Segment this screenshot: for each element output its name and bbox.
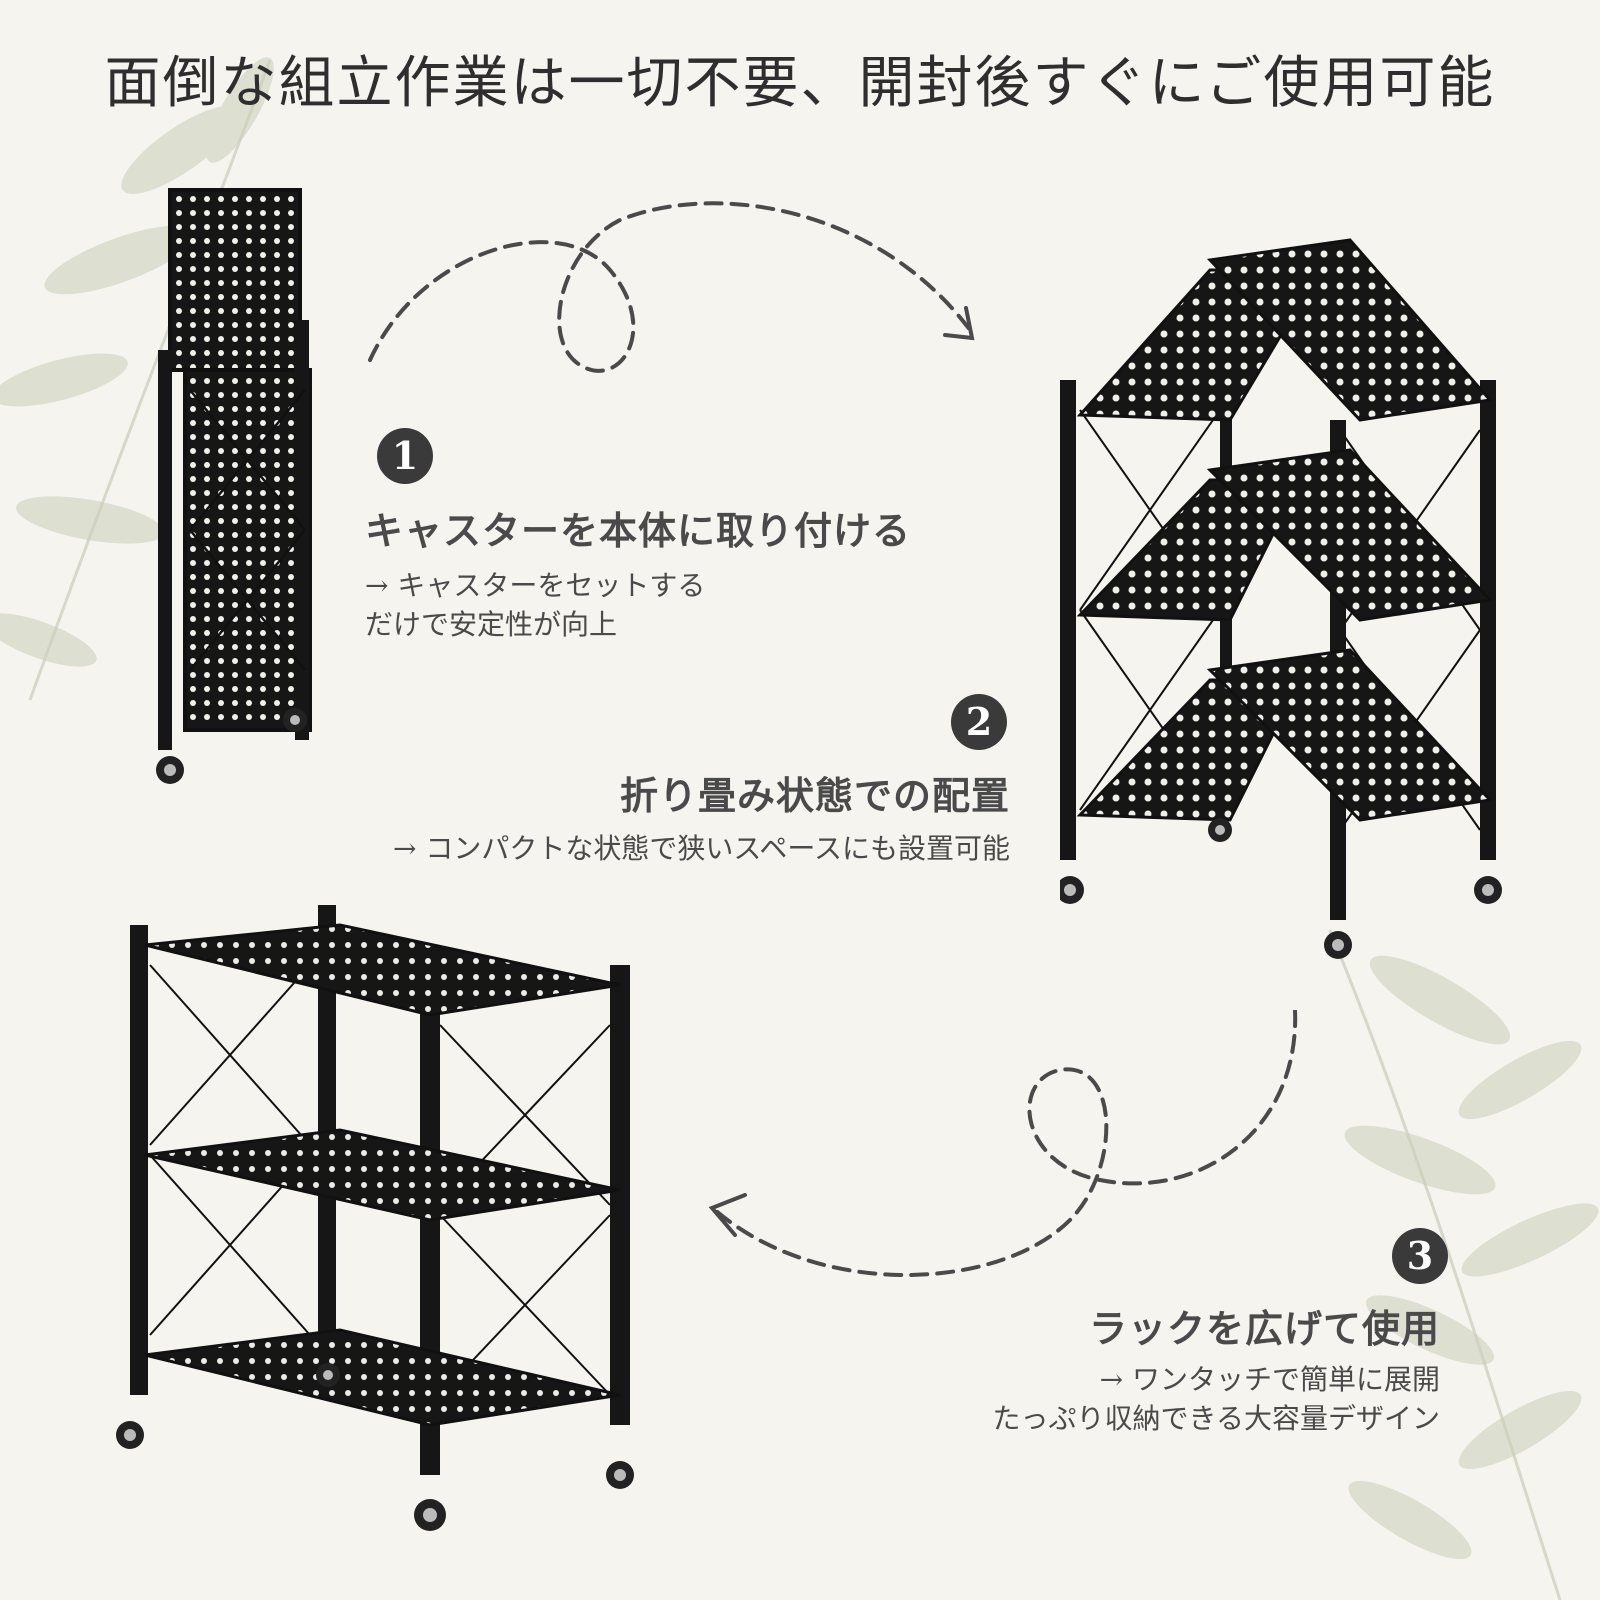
step-2-title: 折り畳み状態での配置 <box>619 773 1010 818</box>
step-2-badge: 2 <box>951 694 1007 750</box>
step-3-desc-line-2: たっぷり収納できる大容量デザイン <box>992 1402 1440 1435</box>
step-3-desc-line-1: → ワンタッチで簡単に展開 <box>1099 1363 1440 1396</box>
step-1-description: → キャスターをセットする だけで安定性が向上 <box>365 566 705 644</box>
dashed-loop-arrow-bottom <box>708 1010 1298 1277</box>
step-1-desc-line-1: → キャスターをセットする <box>365 569 706 602</box>
dashed-loop-arrow-top <box>368 201 975 373</box>
step-1-desc-line-2: だけで安定性が向上 <box>365 608 618 641</box>
folded-rack-image <box>156 188 312 784</box>
step-3-description: → ワンタッチで簡単に展開 たっぷり収納できる大容量デザイン <box>993 1360 1440 1438</box>
step-3-badge: 3 <box>1392 1228 1448 1284</box>
half-open-rack-image <box>1060 238 1502 959</box>
step-3-title: ラックを広げて使用 <box>1088 1306 1440 1351</box>
open-rack-image <box>116 905 634 1531</box>
step-2-desc-line-1: → コンパクトな状態で狭いスペースにも設置可能 <box>392 832 1010 865</box>
step-2-description: → コンパクトな状態で狭いスペースにも設置可能 <box>393 829 1010 868</box>
step-1-title: キャスターを本体に取り付ける <box>365 508 912 553</box>
step-1-badge: 1 <box>377 428 433 484</box>
headline: 面倒な組立作業は一切不要、開封後すぐにご使用可能 <box>104 51 1496 116</box>
